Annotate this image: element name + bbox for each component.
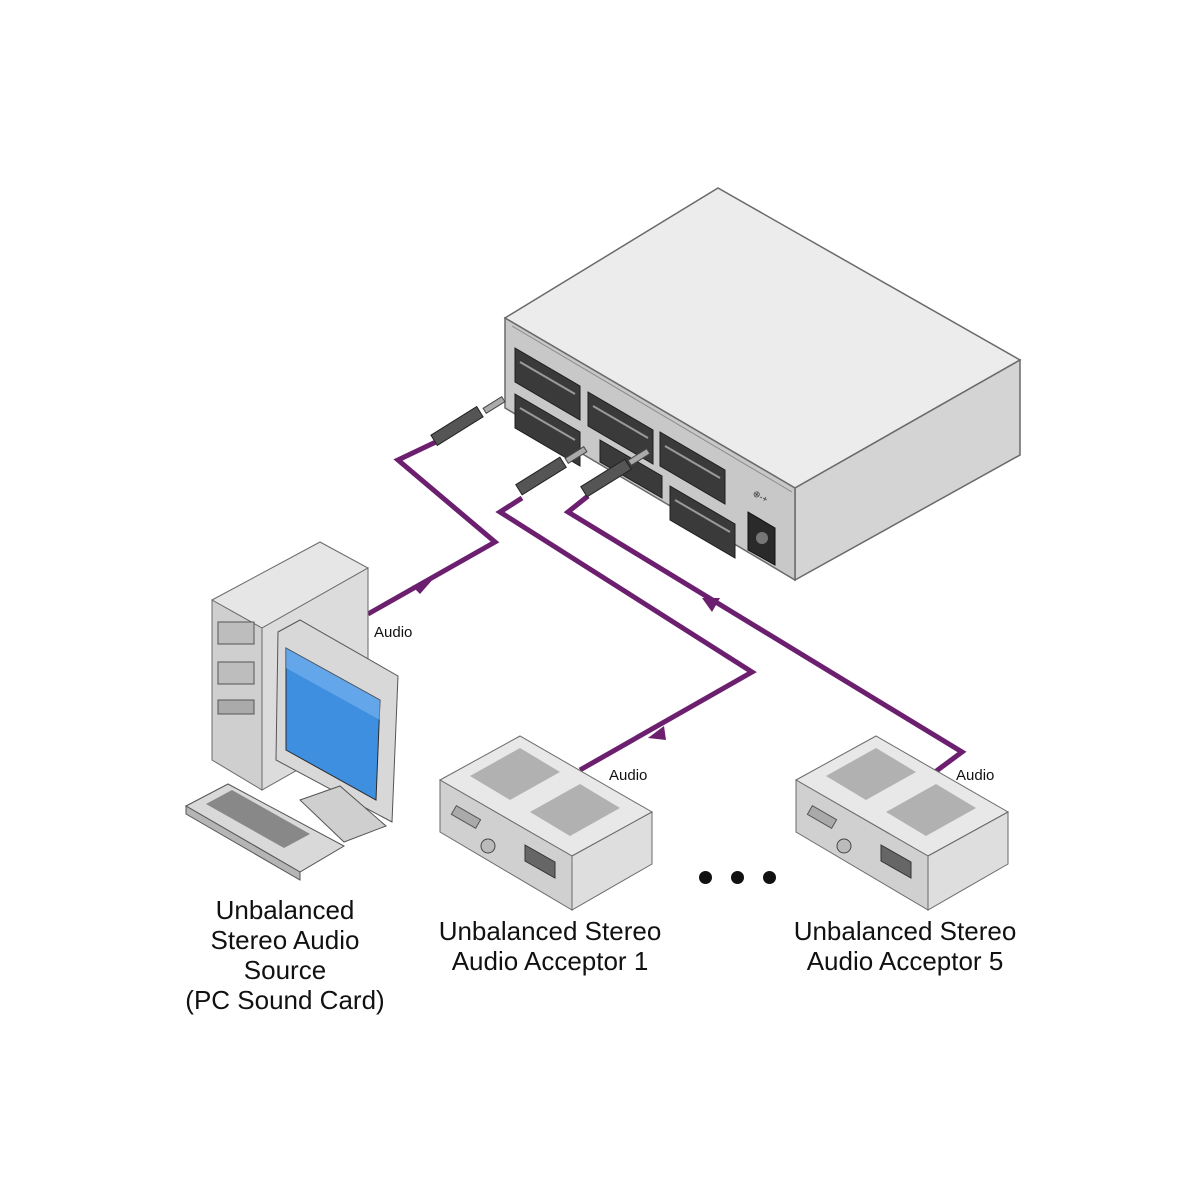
cable-label-source: Audio	[374, 624, 413, 641]
acceptor-1-caption: Unbalanced Stereo Audio Acceptor 1	[438, 916, 662, 976]
cable-acceptor-1	[495, 445, 757, 773]
pc-icon	[184, 541, 399, 881]
cable-source	[366, 395, 506, 617]
audio-receiver-icon	[794, 735, 1010, 911]
source-caption: Unbalanced Stereo Audio Source (PC Sound…	[185, 895, 385, 1015]
acceptor-5-caption: Unbalanced Stereo Audio Acceptor 5	[793, 916, 1017, 976]
distribution-amplifier-icon: ⊕-+	[503, 187, 1022, 582]
cable-label-acceptor-5: Audio	[956, 767, 995, 784]
cable-label-acceptor-1: Audio	[609, 767, 648, 784]
audio-receiver-icon	[438, 735, 654, 911]
cable-acceptor-5	[563, 447, 967, 775]
